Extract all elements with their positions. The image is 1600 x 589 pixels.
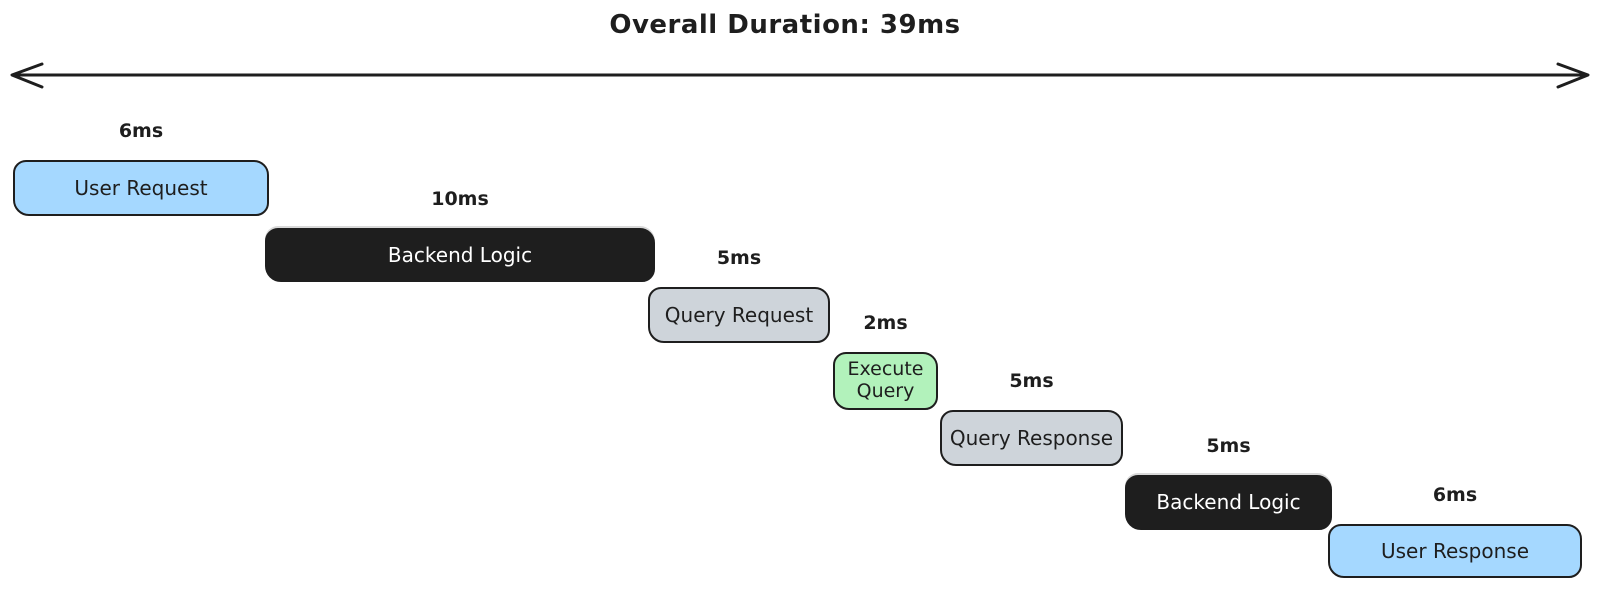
box-execute-query: Execute Query <box>833 352 938 410</box>
duration-label-execute-query: 2ms <box>863 312 908 334</box>
overall-duration-arrow <box>10 62 1590 89</box>
duration-label-backend-logic-1: 10ms <box>431 188 489 210</box>
box-label: Execute Query <box>847 358 924 402</box>
box-label: User Response <box>1381 538 1529 563</box>
duration-label-backend-logic-2: 5ms <box>1206 435 1251 457</box>
step-query-response: 5ms Query Response <box>940 370 1123 466</box>
box-label: Query Request <box>664 302 814 327</box>
duration-label-user-request: 6ms <box>118 120 164 142</box>
box-label: Backend Logic <box>387 242 533 267</box>
box-label: User Request <box>74 175 208 200</box>
duration-label-query-request: 5ms <box>716 247 762 269</box>
step-query-request: 5ms Query Request <box>648 247 830 343</box>
step-execute-query: 2ms Execute Query <box>833 312 938 410</box>
step-user-response: 6ms User Response <box>1328 484 1582 578</box>
duration-label-user-response: 6ms <box>1432 484 1478 506</box>
box-label: Backend Logic <box>1156 490 1301 514</box>
box-query-request: Query Request <box>648 287 830 343</box>
box-backend-logic-1: Backend Logic <box>265 228 655 282</box>
box-user-response: User Response <box>1328 524 1582 578</box>
arrowhead-left-icon <box>10 62 44 89</box>
duration-label-query-response: 5ms <box>1009 370 1054 392</box>
overall-duration-title: Overall Duration: 39ms <box>609 10 961 40</box>
step-backend-logic-1: 10ms Backend Logic <box>265 188 655 282</box>
box-label: Query Response <box>949 425 1114 450</box>
box-backend-logic-2: Backend Logic <box>1125 475 1332 530</box>
step-user-request: 6ms User Request <box>13 120 269 216</box>
box-query-response: Query Response <box>940 410 1123 466</box>
arrowhead-right-icon <box>1556 62 1590 89</box>
step-backend-logic-2: 5ms Backend Logic <box>1125 435 1332 530</box>
box-user-request: User Request <box>13 160 269 216</box>
